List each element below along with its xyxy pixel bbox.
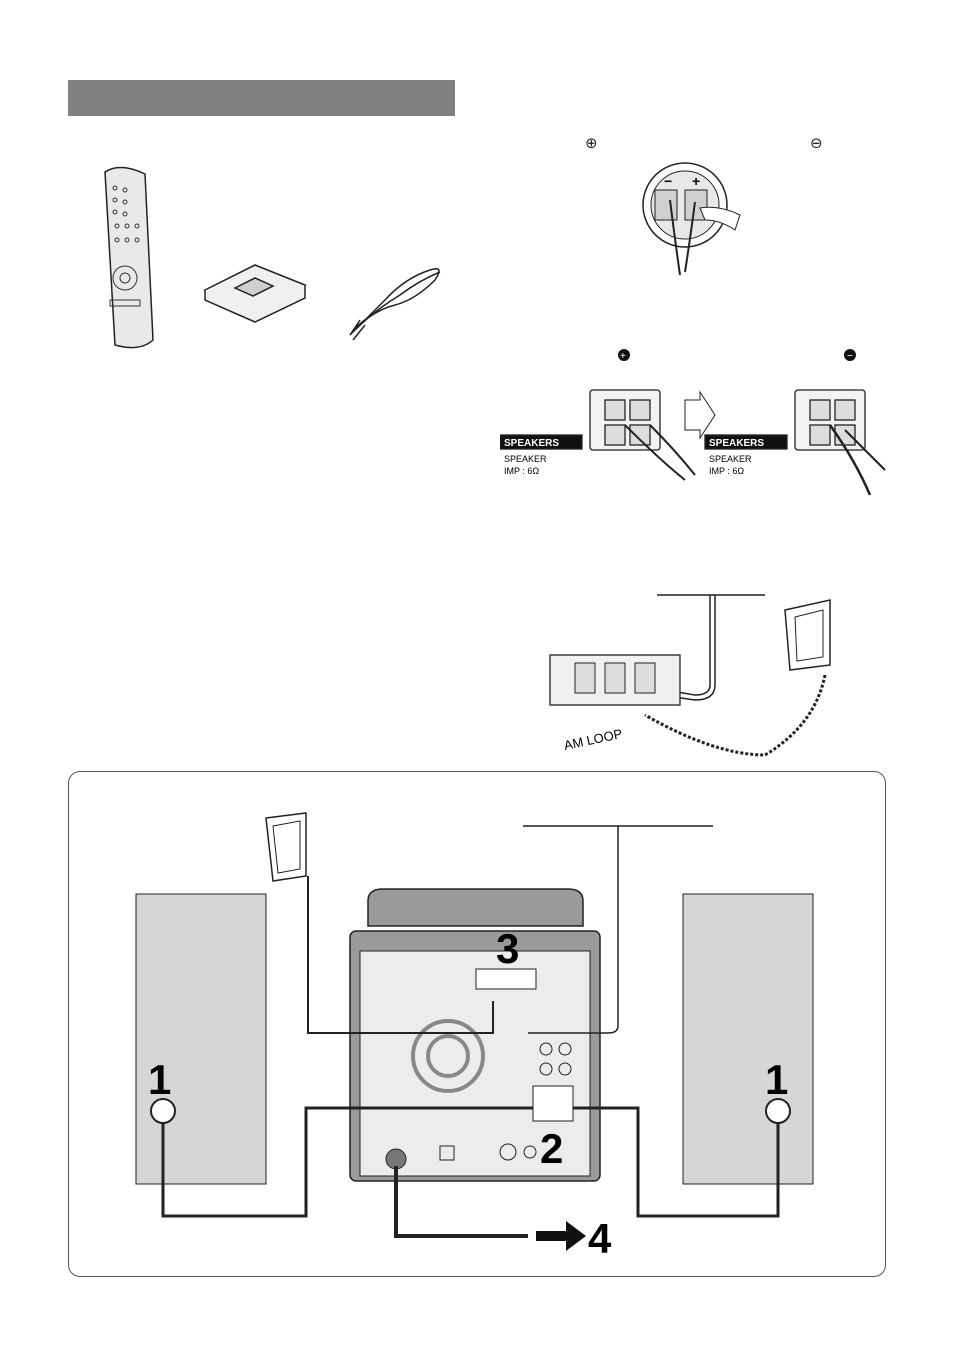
minus-symbol: ⊖ <box>810 134 823 152</box>
section-header-bar <box>68 80 455 116</box>
step-1-left: 1 <box>148 1056 171 1103</box>
step-4: 4 <box>588 1215 612 1262</box>
speaker-sub-label-2: SPEAKER <box>709 454 752 464</box>
am-loop-label: AM LOOP <box>563 726 624 753</box>
fm-wire-antenna-icon <box>349 268 441 341</box>
speaker-terminal-detail: − + <box>642 162 741 276</box>
step-3: 3 <box>496 925 519 972</box>
main-unit-rear <box>349 888 601 1182</box>
terminal-minus-label: − <box>664 173 672 189</box>
speaker-imp-label-2: IMP : 6Ω <box>709 466 744 476</box>
am-loop-antenna-icon <box>203 264 307 323</box>
arrow-to-step-4-icon <box>536 1221 586 1251</box>
svg-text:+: + <box>620 351 626 362</box>
speaker-wire-connection-steps: + − SPEAKERS SPEAKER IMP : 6Ω SPEAKERS S… <box>500 349 886 496</box>
right-speaker-panel <box>682 893 814 1185</box>
accessories-illustration <box>104 166 441 349</box>
left-speaker-panel <box>135 893 267 1185</box>
connection-overview-diagram: 1 1 2 3 4 <box>135 812 814 1262</box>
connection-overview-frame <box>68 771 886 1277</box>
speakers-label-2: SPEAKERS <box>709 438 764 449</box>
terminal-plus-label: + <box>692 173 700 189</box>
speakers-label-1: SPEAKERS <box>504 438 559 449</box>
speaker-sub-label-1: SPEAKER <box>504 454 547 464</box>
step-1-right: 1 <box>765 1056 788 1103</box>
speaker-imp-label-1: IMP : 6Ω <box>504 466 539 476</box>
step-2: 2 <box>540 1125 563 1172</box>
remote-control-icon <box>104 166 154 349</box>
plus-symbol: ⊕ <box>585 134 598 152</box>
svg-text:−: − <box>847 351 853 362</box>
antenna-connection-detail: AM LOOP <box>549 594 831 757</box>
